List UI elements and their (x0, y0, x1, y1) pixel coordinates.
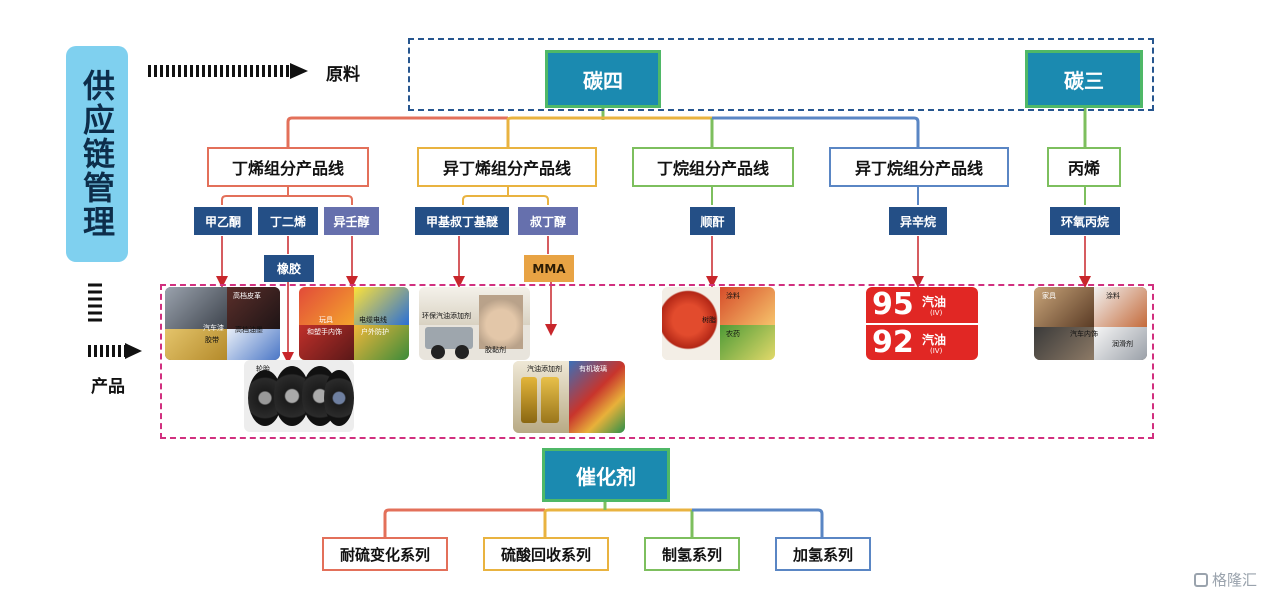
isobutene-line-box: 异丁烯组分产品线 (417, 147, 597, 187)
product-image-gasoline: 95 汽油 (IV) 92 汽油 (IV) (866, 287, 978, 360)
chip-tba: 叔丁醇 (518, 207, 578, 235)
raw-material-label: 原料 (326, 65, 360, 85)
chip-isooctane: 异辛烷 (889, 207, 947, 235)
product-group (160, 284, 1154, 439)
product-image-maleic: 树脂 涂料 农药 (662, 287, 775, 360)
catalyst-hydrogen-production: 制氢系列 (644, 537, 740, 571)
catalyst-hydrogenation: 加氢系列 (775, 537, 871, 571)
watermark: 格隆汇 (1194, 569, 1257, 590)
product-image-isononanol: 玩具 电缆电线 和塑手内饰 户外防护 (299, 287, 409, 360)
chip-maleic-anhydride: 顺酐 (690, 207, 735, 235)
supply-chain-badge: 供应链管理 (66, 46, 128, 262)
product-image-mtbe: 环保汽油添加剂 胶黏剂 (419, 287, 530, 360)
product-label: 产品 (91, 377, 125, 397)
chip-propylene-oxide: 环氧丙烷 (1050, 207, 1120, 235)
catalyst-sulfuric-acid-recovery: 硫酸回收系列 (483, 537, 609, 571)
product-arrow (88, 283, 142, 359)
butene-line-box: 丁烯组分产品线 (207, 147, 369, 187)
gasoline-92-label: 92 (872, 325, 914, 360)
isobutane-line-box: 异丁烷组分产品线 (829, 147, 1009, 187)
c4-box: 碳四 (545, 50, 661, 108)
catalyst-box: 催化剂 (542, 448, 670, 502)
c3-box: 碳三 (1025, 50, 1143, 108)
watermark-logo-icon (1194, 572, 1208, 587)
product-image-mma: 汽油添加剂 有机玻璃 (513, 361, 625, 433)
propylene-box: 丙烯 (1047, 147, 1121, 187)
butane-line-box: 丁烷组分产品线 (632, 147, 794, 187)
product-image-mek: 高档皮革 汽车漆 高档油墨 胶带 (165, 287, 280, 360)
chip-isononanol: 异壬醇 (324, 207, 379, 235)
chip-butadiene: 丁二烯 (258, 207, 318, 235)
raw-arrow (148, 63, 308, 79)
raw-material-group (408, 38, 1154, 111)
chip-mek: 甲乙酮 (194, 207, 252, 235)
supply-chain-title: 供应链管理 (78, 69, 116, 239)
product-image-tires: 轮胎 (244, 360, 354, 432)
chip-mma: MMA (524, 255, 574, 282)
product-image-propylene-oxide: 家具 涂料 汽车内饰 润滑剂 (1034, 287, 1147, 360)
catalyst-sulfur-tolerant: 耐硫变化系列 (322, 537, 448, 571)
gasoline-95-label: 95 (872, 287, 914, 322)
chip-mtbe: 甲基叔丁基醚 (415, 207, 509, 235)
watermark-text: 格隆汇 (1212, 571, 1258, 589)
chip-rubber: 橡胶 (264, 255, 314, 282)
